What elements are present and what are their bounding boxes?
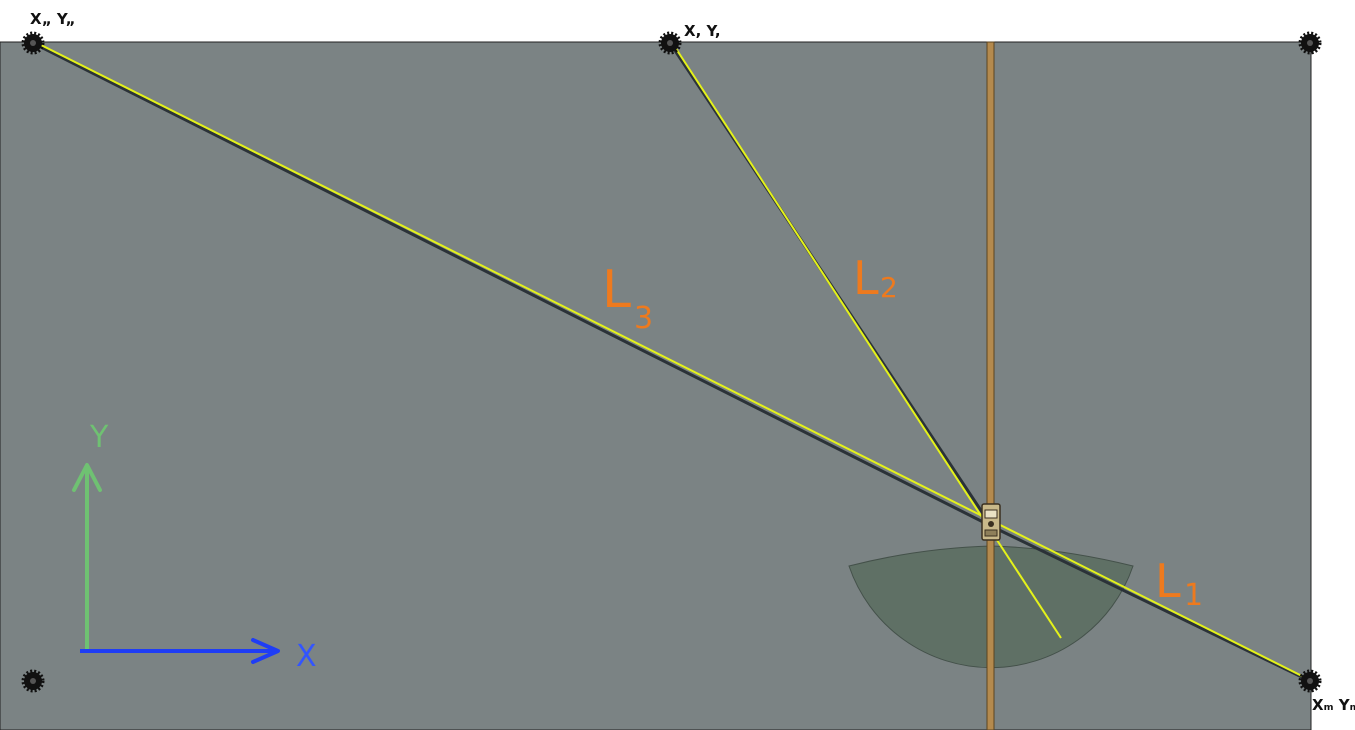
- line-l1-shadow: [992, 525, 1311, 683]
- anchor-a3-label: Xₘ Yₘ: [1312, 696, 1355, 714]
- axes: Y X: [72, 420, 317, 674]
- gear-anchor-icon: [21, 31, 45, 55]
- line-l2-letter: L: [853, 251, 879, 305]
- line-l3-shadow: [32, 41, 994, 529]
- x-axis-label: X: [296, 639, 317, 674]
- line-l3-letter: L: [602, 260, 631, 320]
- line-l3-subscript: 3: [634, 301, 653, 336]
- vertical-rod: [986, 41, 995, 730]
- gear-anchor-icon: [1298, 31, 1322, 55]
- gear-anchor-icon: [1298, 669, 1322, 693]
- line-l1-letter: L: [1155, 554, 1181, 608]
- y-axis-arrow-icon: [72, 463, 102, 492]
- anchor-a1-label: X, Y,: [684, 22, 721, 40]
- gear-anchor-icon: [21, 669, 45, 693]
- anchor-bottom-left: [21, 669, 45, 693]
- anchor-a3: Xₘ Yₘ: [1298, 669, 1355, 714]
- gear-anchor-icon: [658, 31, 682, 55]
- anchor-top-right: [1298, 31, 1322, 55]
- line-l2-subscript: 2: [880, 271, 898, 304]
- line-label-l3: L 3: [602, 260, 653, 336]
- line-label-l1: L 1: [1155, 554, 1203, 613]
- anchor-a1: X, Y,: [658, 22, 721, 55]
- anchor-a2: X„ Y„: [21, 10, 75, 55]
- anchor-a2-label: X„ Y„: [30, 10, 75, 28]
- x-axis-arrow-icon: [251, 638, 280, 664]
- line-label-l2: L 2: [853, 251, 898, 305]
- field-area: [0, 41, 1312, 730]
- robot-icon: [981, 503, 1001, 541]
- y-axis-label: Y: [89, 420, 109, 455]
- line-l1-subscript: 1: [1184, 578, 1203, 613]
- line-l3: [32, 40, 1311, 681]
